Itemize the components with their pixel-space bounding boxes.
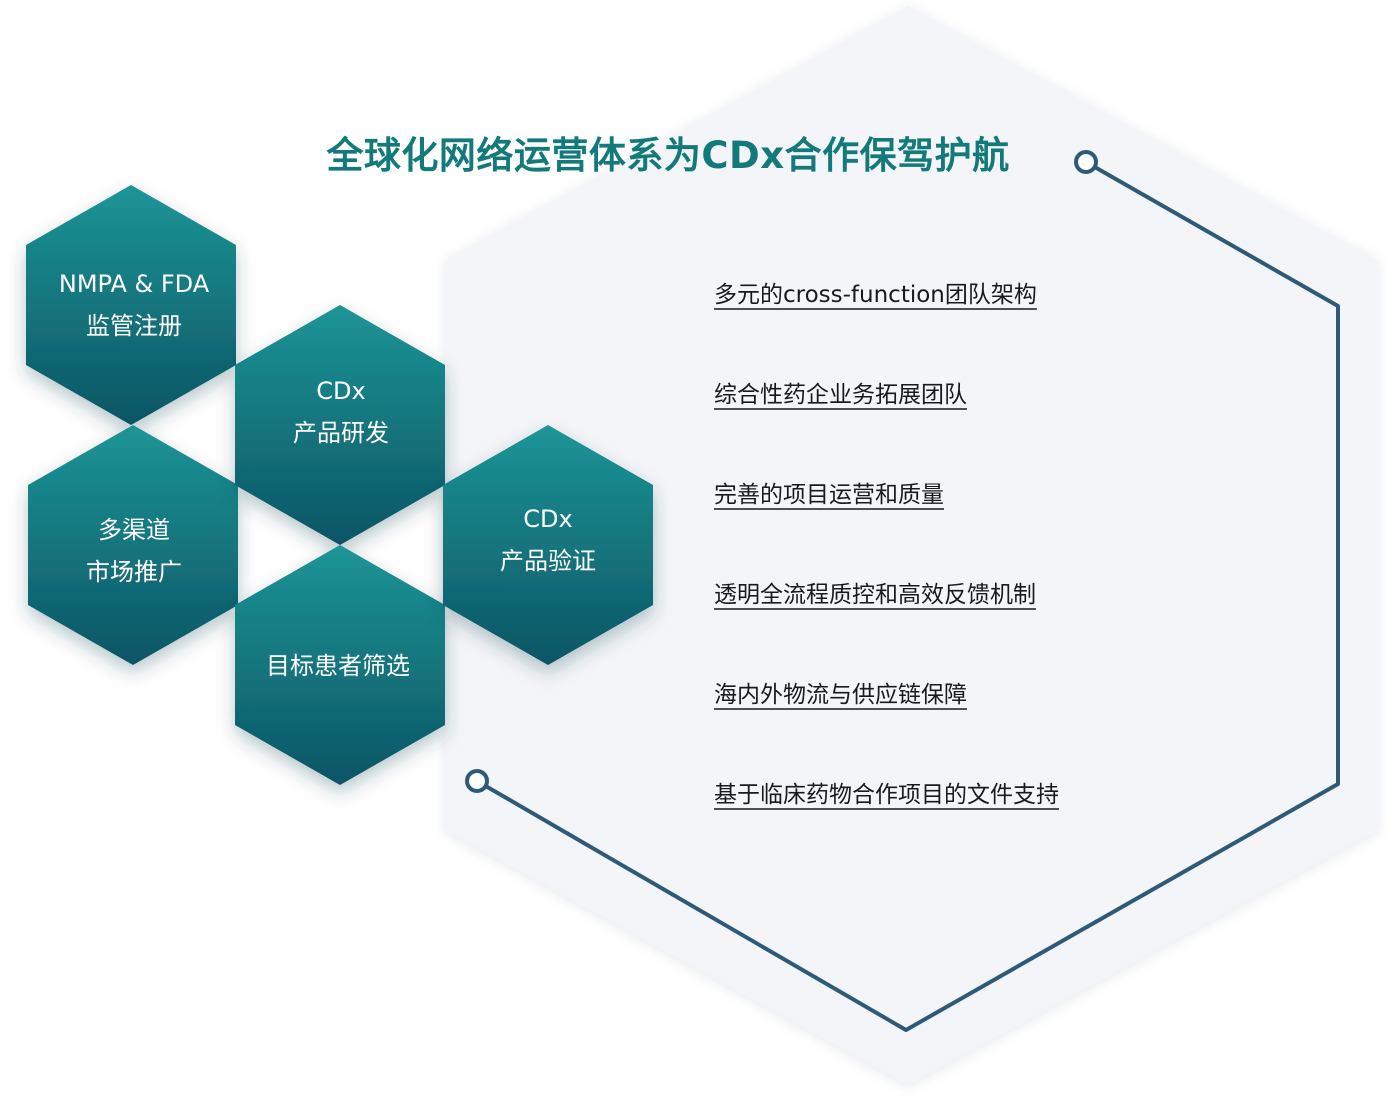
hexagon-marketing: 多渠道 市场推广 bbox=[28, 425, 238, 665]
hexagon-shape bbox=[26, 185, 236, 425]
hexagon-label-line: 产品验证 bbox=[500, 547, 596, 575]
capability-list: 多元的cross-function团队架构 综合性药企业务拓展团队 完善的项目运… bbox=[714, 282, 1059, 808]
list-underlines bbox=[714, 308, 1059, 810]
diagram-title: 全球化网络运营体系为CDx合作保驾护航 bbox=[325, 134, 1009, 177]
outline-path bbox=[475, 160, 1340, 1032]
list-item: 透明全流程质控和高效反馈机制 bbox=[714, 582, 1036, 608]
hexagon-screening: 目标患者筛选 bbox=[235, 545, 445, 785]
hexagon-shape bbox=[235, 545, 445, 785]
list-item: 多元的cross-function团队架构 bbox=[714, 282, 1037, 308]
hexagon-cluster: NMPA & FDA 监管注册 多渠道 市场推广 CDx 产品研发 目标患者筛选… bbox=[26, 185, 653, 785]
list-item: 海内外物流与供应链保障 bbox=[714, 682, 967, 708]
hexagon-label-line: CDx bbox=[316, 377, 365, 405]
hexagon-label-line: NMPA & FDA bbox=[59, 270, 210, 298]
hexagon-label-line: 产品研发 bbox=[293, 419, 389, 447]
hexagon-label-line: 监管注册 bbox=[86, 312, 182, 340]
outline-start-node bbox=[1074, 150, 1098, 174]
background-hexagon-panel bbox=[445, 6, 1378, 1085]
hexagon-regulatory: NMPA & FDA 监管注册 bbox=[26, 185, 236, 425]
hexagon-shape bbox=[28, 425, 238, 665]
list-item: 综合性药企业务拓展团队 bbox=[714, 382, 967, 408]
hexagon-shape bbox=[235, 305, 445, 545]
list-item: 完善的项目运营和质量 bbox=[714, 482, 944, 508]
hexagon-label-line: 市场推广 bbox=[86, 558, 182, 586]
hexagon-development: CDx 产品研发 bbox=[235, 305, 445, 545]
hexagon-validation: CDx 产品验证 bbox=[443, 425, 653, 665]
hexagon-label-line: CDx bbox=[523, 505, 572, 533]
list-item: 基于临床药物合作项目的文件支持 bbox=[714, 782, 1059, 808]
hexagon-shape bbox=[443, 425, 653, 665]
outline-end-node bbox=[465, 769, 489, 793]
hexagon-label-line: 目标患者筛选 bbox=[266, 652, 410, 680]
hexagon-label-line: 多渠道 bbox=[98, 516, 170, 544]
